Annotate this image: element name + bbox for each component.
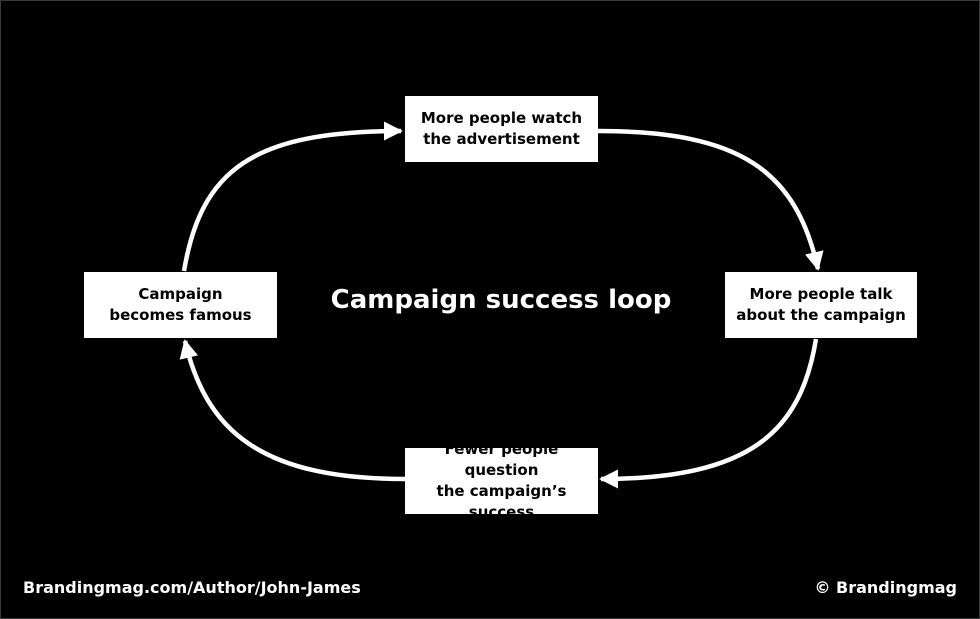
footer-source-text: Brandingmag.com/Author/John-James	[23, 578, 361, 597]
arrow-left-to-top	[181, 121, 403, 272]
node-label-line: the advertisement	[423, 130, 580, 148]
node-campaign-becomes-famous: Campaign becomes famous	[84, 272, 277, 338]
node-label-line: the campaign’s success	[436, 482, 567, 521]
node-more-people-watch: More people watch the advertisement	[405, 96, 598, 162]
arrow-top-to-right	[597, 128, 824, 271]
node-label-line: about the campaign	[736, 306, 906, 324]
node-label-line: becomes famous	[109, 306, 252, 324]
node-fewer-people-question: Fewer people question the campaign’s suc…	[405, 440, 598, 521]
arrow-bottom-to-left	[179, 339, 406, 482]
footer-copyright-text: © Brandingmag	[814, 578, 957, 597]
node-label-line: More people watch	[420, 109, 583, 127]
node-label-line: Campaign	[138, 285, 223, 303]
arrow-right-to-bottom	[599, 338, 819, 489]
node-label-line: More people talk	[749, 285, 893, 303]
node-label-line: Fewer people question	[444, 440, 559, 479]
diagram-title: Campaign success loop	[330, 285, 672, 315]
node-more-people-talk: More people talk about the campaign	[725, 272, 917, 338]
